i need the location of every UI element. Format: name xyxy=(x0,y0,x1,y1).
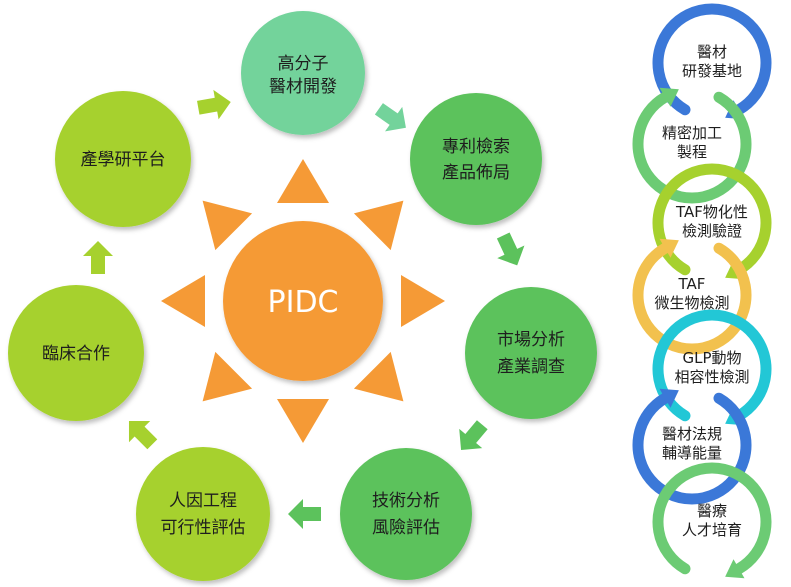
chain-label: TAF xyxy=(678,275,706,293)
node-polymer: 高分子 醫材開發 xyxy=(241,11,365,135)
chain-label: 醫療 xyxy=(697,502,727,520)
center-circle xyxy=(223,221,383,381)
flow-arrow xyxy=(496,232,525,266)
chain-arrow-head xyxy=(659,87,679,107)
flow-arrow xyxy=(374,103,406,132)
chain-label: 醫材法規 xyxy=(662,425,722,443)
chain-label: 檢測驗證 xyxy=(682,222,742,240)
node-market: 市場分析 產業調查 xyxy=(465,287,597,419)
chain-arc xyxy=(632,91,752,204)
chain-label: 研發基地 xyxy=(682,62,742,80)
node-polymer-line1: 高分子 xyxy=(278,54,329,74)
sun-ray xyxy=(277,399,329,443)
node-tech-line2: 風險評估 xyxy=(372,518,440,538)
sun-ray xyxy=(161,275,205,327)
center-label: PIDC xyxy=(268,285,339,320)
sun-ray xyxy=(353,200,404,251)
node-clinical-line1: 臨床合作 xyxy=(42,344,110,364)
chain-label: 微生物檢測 xyxy=(654,294,729,312)
flow-arrow xyxy=(288,499,321,529)
node-clinical: 臨床合作 xyxy=(8,285,144,421)
node-polymer-line2: 醫材開發 xyxy=(269,77,337,97)
chain-label: 人才培育 xyxy=(682,521,742,539)
chain-label: 輔導能量 xyxy=(662,444,722,462)
node-patent-line1: 專利檢索 xyxy=(442,137,510,157)
chain-arc xyxy=(652,3,772,116)
chain-label: TAF物化性 xyxy=(675,203,748,221)
flow-arrows xyxy=(83,89,525,529)
chain-arrow-head xyxy=(659,238,679,258)
chain-arc xyxy=(632,242,752,355)
sun-rays xyxy=(161,159,445,443)
node-patent: 專利檢索 產品佈局 xyxy=(410,93,542,225)
flow-arrow xyxy=(128,420,158,450)
chain-label: 醫材 xyxy=(697,43,727,61)
chain-arrow-head xyxy=(725,559,745,579)
node-ergonomics-line1: 人因工程 xyxy=(169,491,237,511)
node-tech: 技術分析 風險評估 xyxy=(340,448,472,580)
node-ergonomics-line2: 可行性評估 xyxy=(161,518,246,538)
flow-arrow xyxy=(459,420,488,451)
sun-ray xyxy=(202,351,253,402)
chain-arc xyxy=(632,392,752,505)
sun-ray xyxy=(353,351,404,402)
chain-arc xyxy=(652,309,772,422)
node-market-line1: 市場分析 xyxy=(497,330,565,350)
sun-ray xyxy=(401,275,445,327)
chain-label: 製程 xyxy=(677,143,707,161)
chain-label: GLP動物 xyxy=(682,349,741,367)
sun-ray xyxy=(277,159,329,203)
flow-arrow xyxy=(197,89,231,120)
chain-arc xyxy=(652,462,772,575)
node-industry-line1: 產學研平台 xyxy=(81,150,166,170)
node-industry: 產學研平台 xyxy=(55,91,191,227)
chain-label: 精密加工 xyxy=(662,124,722,142)
node-tech-line1: 技術分析 xyxy=(372,491,440,511)
chain-label: 相容性檢測 xyxy=(674,368,749,386)
chain-arrow-head xyxy=(659,388,679,408)
flow-arrow xyxy=(83,241,113,274)
center-sun: PIDC xyxy=(223,221,383,381)
chain-arc xyxy=(652,163,772,276)
node-patent-line2: 產品佈局 xyxy=(442,163,510,183)
sun-ray xyxy=(202,200,253,251)
node-ergonomics: 人因工程 可行性評估 xyxy=(136,447,270,581)
node-market-line2: 產業調查 xyxy=(497,357,565,377)
